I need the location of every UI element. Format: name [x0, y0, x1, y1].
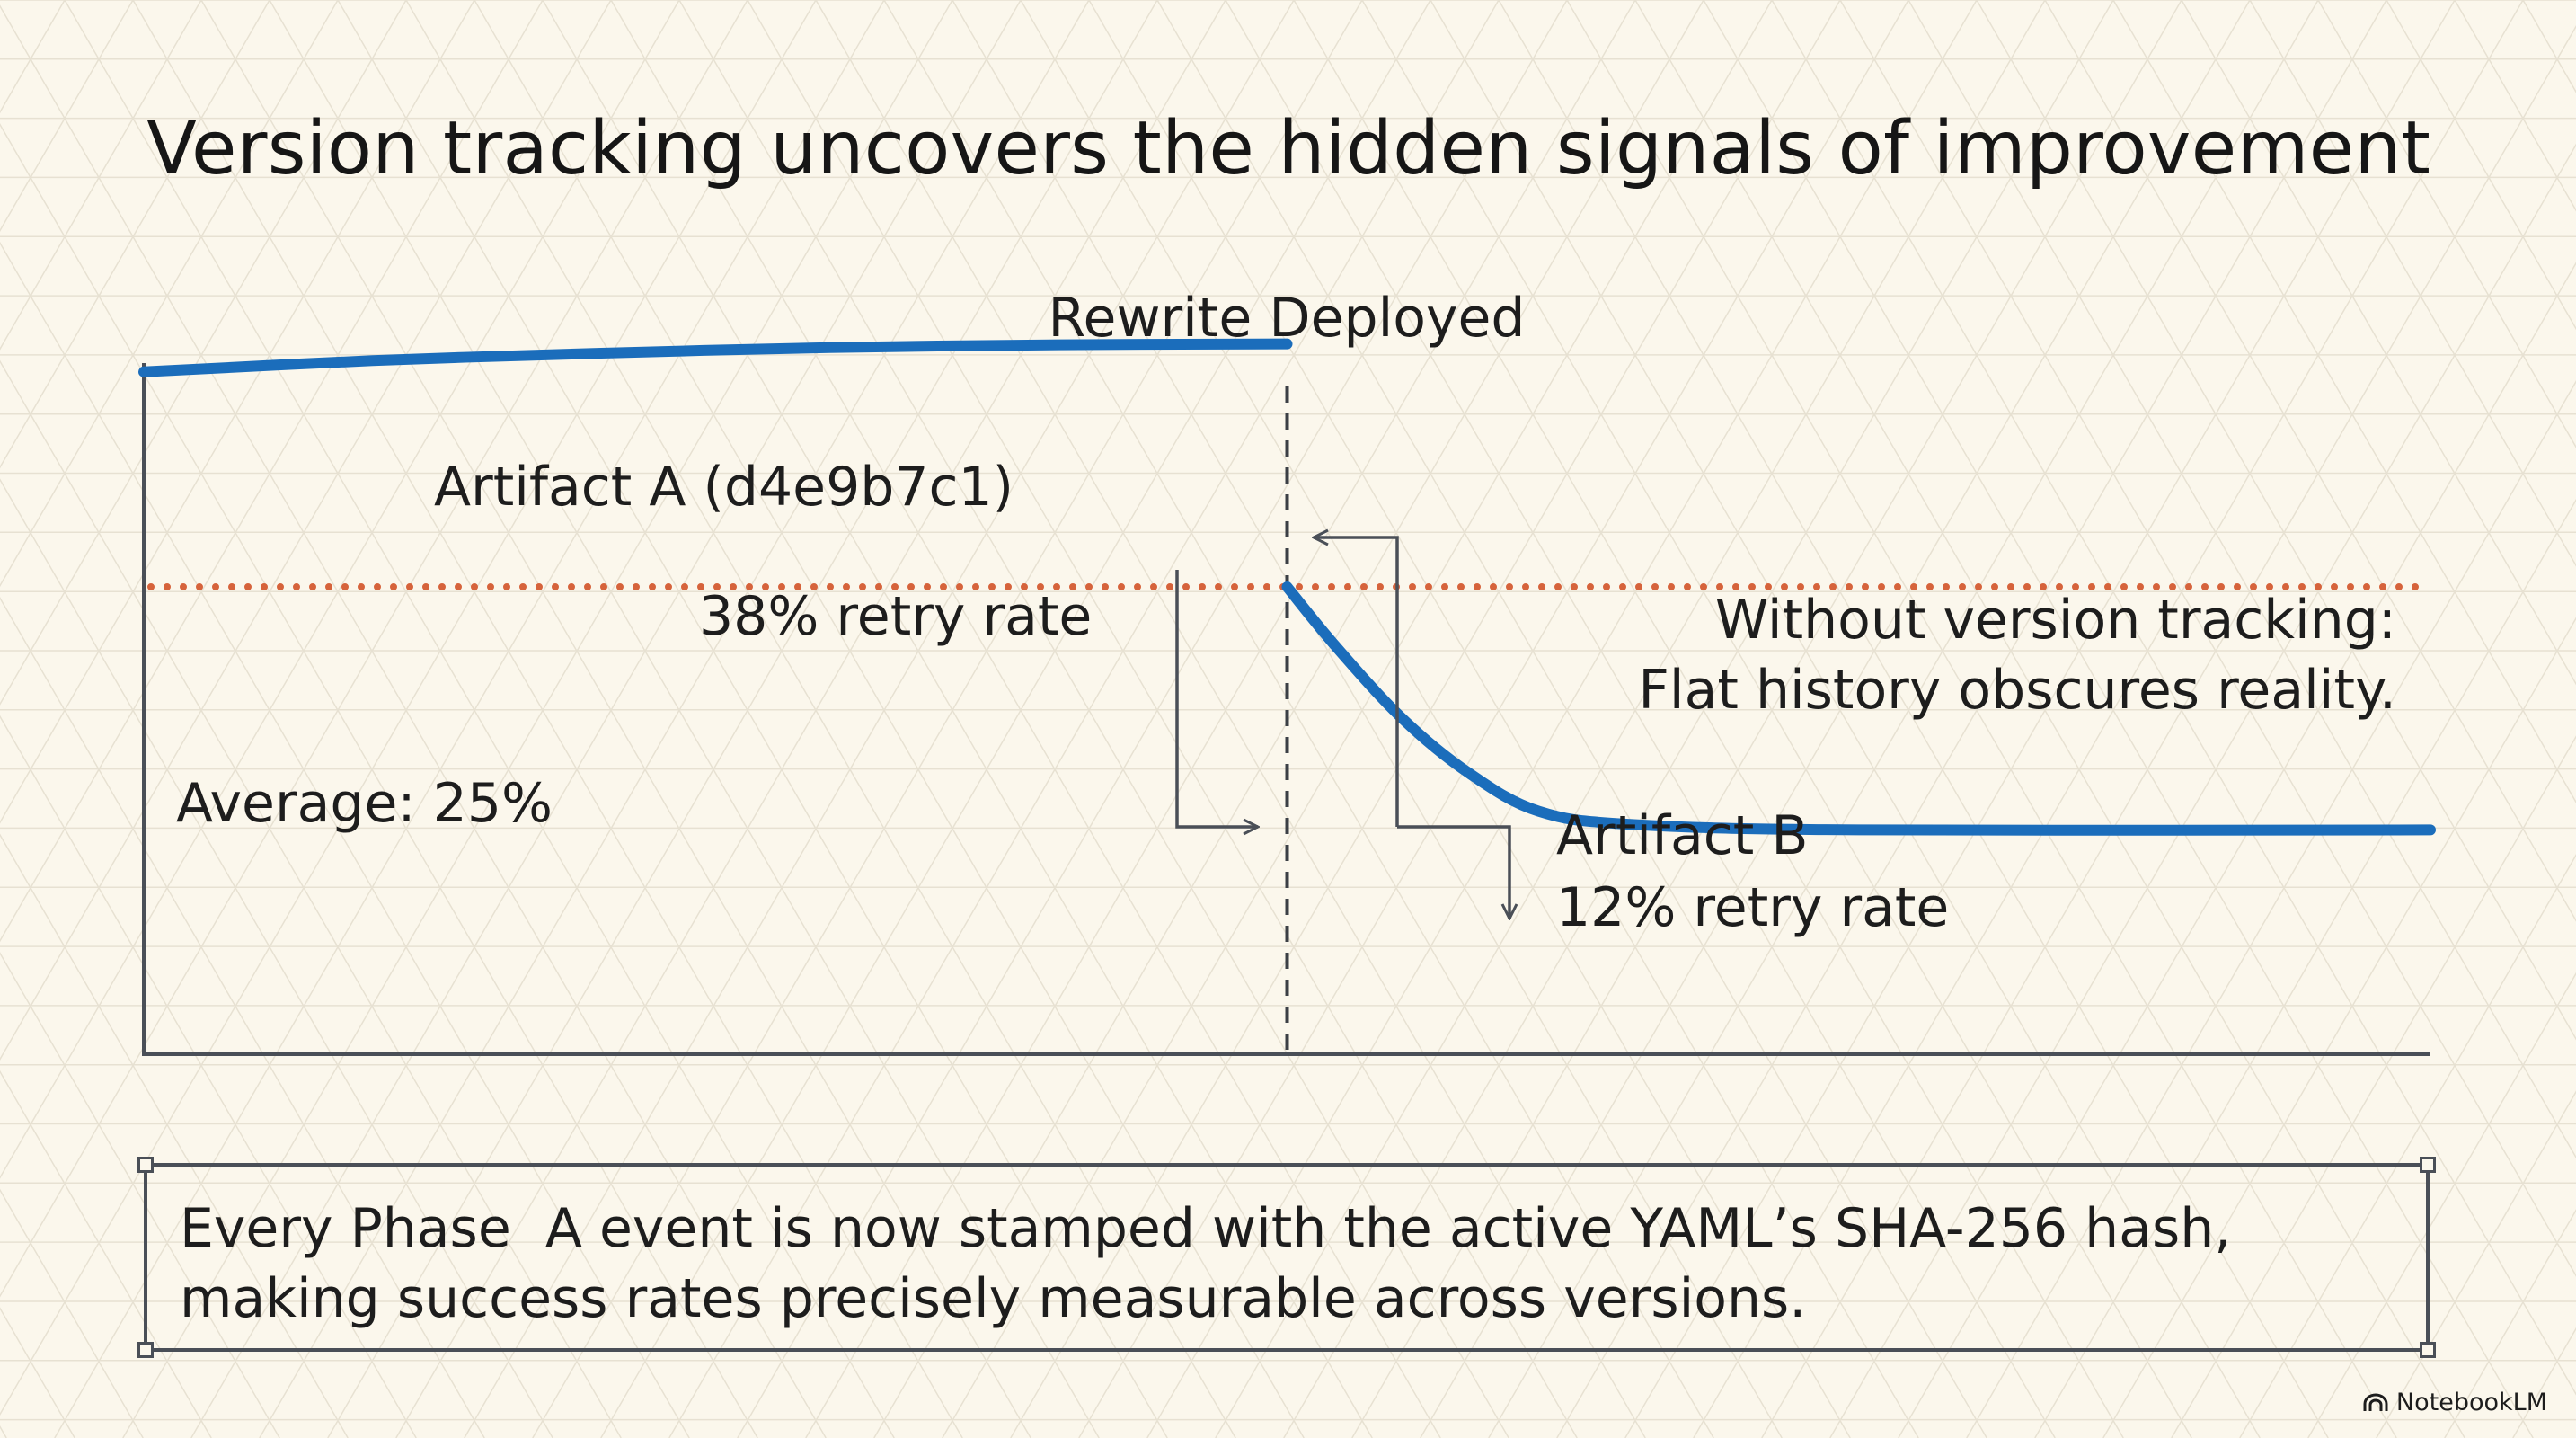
artifact-b-series-line: [1281, 581, 2436, 836]
artifact-b-label: Artifact B: [1556, 804, 1809, 867]
resize-handle-top-right[interactable]: [2420, 1157, 2436, 1173]
artifact-b-callout-arrow: [1314, 537, 1399, 827]
average-label: Average: 25%: [176, 772, 553, 835]
slide-title: Version tracking uncovers the hidden sig…: [146, 106, 2431, 191]
brand-name: NotebookLM: [2395, 1389, 2547, 1416]
flat-history-note-line-1: Without version tracking:: [1715, 589, 2396, 652]
resize-handle-bottom-right[interactable]: [2420, 1342, 2436, 1358]
flat-history-note-line-2: Flat history obscures reality.: [1638, 659, 2396, 722]
notebooklm-logo-icon: [2363, 1393, 2388, 1411]
notebooklm-brand: NotebookLM: [2362, 1389, 2547, 1416]
artifact-a-label: Artifact A (d4e9b7c1): [434, 456, 1014, 519]
caption-box: Every Phase A event is now stamped with …: [137, 1157, 2436, 1358]
artifact-b-retry-label: 12% retry rate: [1556, 876, 1949, 939]
retry-rate-chart: Rewrite Deployed Artifact A (d4e9b7c1) 3…: [138, 287, 2436, 1056]
caption-text: Every Phase A event is now stamped with …: [180, 1197, 2232, 1330]
resize-handle-top-left[interactable]: [137, 1157, 154, 1173]
artifact-a-series-line: [138, 338, 1293, 377]
artifact-a-callout-arrow: [1175, 570, 1258, 827]
rewrite-deployed-label: Rewrite Deployed: [1049, 287, 1526, 350]
artifact-b-drop-arrow: [1397, 825, 1509, 919]
resize-handle-bottom-left[interactable]: [137, 1342, 154, 1358]
artifact-a-retry-label: 38% retry rate: [699, 585, 1092, 648]
